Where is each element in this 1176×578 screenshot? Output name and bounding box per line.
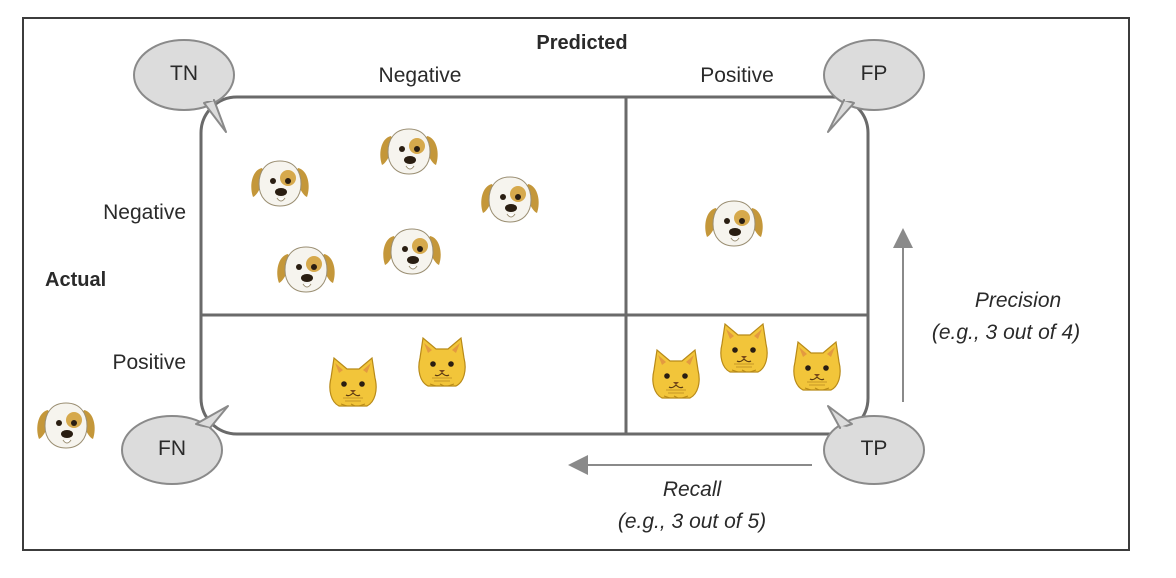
dog-face-icon	[480, 176, 540, 223]
bubble-label-tp: TP	[860, 437, 888, 460]
predicted-title: Predicted	[536, 32, 628, 54]
dog-face-icon	[382, 228, 442, 275]
row-label-positive: Positive	[112, 351, 186, 374]
row-label-negative: Negative	[103, 201, 186, 224]
dog-face-icon	[704, 200, 764, 247]
precision-title: Precision	[974, 289, 1062, 312]
matrix-outline	[199, 95, 870, 436]
dog-face-icon	[250, 160, 310, 207]
precision-example: (e.g., 3 out of 4)	[931, 321, 1081, 344]
cat-face-icon	[418, 337, 466, 387]
bubble-tp	[823, 405, 925, 485]
recall-example: (e.g., 3 out of 5)	[617, 510, 767, 533]
diagram-frame	[22, 17, 1130, 551]
actual-title: Actual	[45, 269, 107, 291]
cat-face-icon	[329, 357, 377, 407]
column-label-negative: Negative	[378, 64, 462, 87]
bubble-label-fn: FN	[158, 437, 186, 460]
bubble-tn	[133, 39, 235, 133]
recall-title: Recall	[662, 478, 722, 501]
cat-face-icon	[720, 323, 768, 373]
bubble-label-tn: TN	[170, 62, 198, 85]
bubble-fn	[121, 405, 229, 485]
cat-face-icon	[652, 349, 700, 399]
bubble-label-fp: FP	[860, 62, 888, 85]
column-label-positive: Positive	[700, 64, 774, 87]
dog-face-icon	[276, 246, 336, 293]
dog-face-icon	[379, 128, 439, 175]
dog-face-icon	[36, 402, 96, 449]
bubble-fp	[823, 39, 925, 133]
cat-face-icon	[793, 341, 841, 391]
